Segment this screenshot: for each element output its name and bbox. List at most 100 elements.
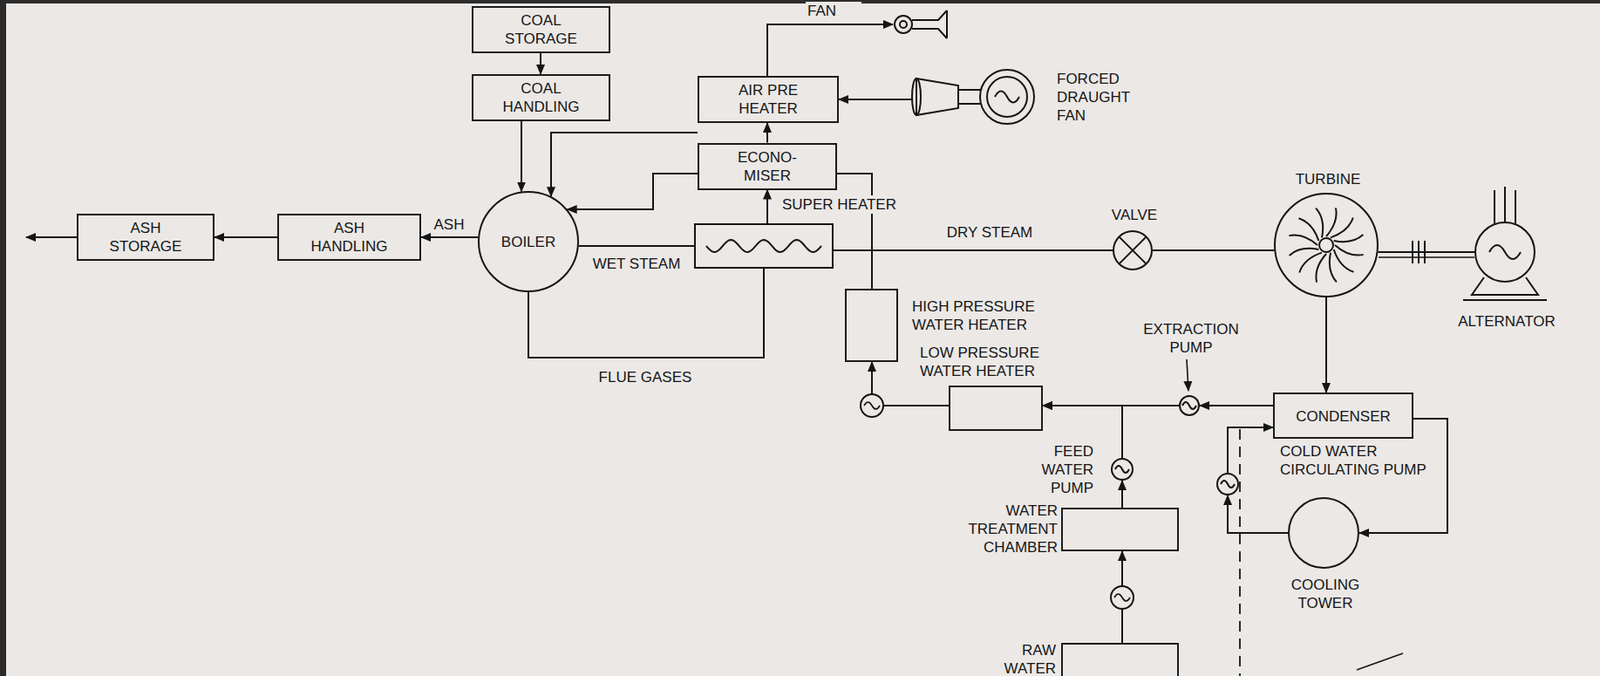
leader-arrow (1186, 359, 1189, 391)
scan-edge (0, 0, 1600, 4)
outline-circle (1113, 231, 1152, 270)
shaft-line (1378, 256, 1475, 259)
storage-box: COAL STORAGE (471, 6, 611, 54)
flow-line (214, 236, 278, 239)
fan-body (916, 78, 959, 116)
valve-cross (1119, 237, 1147, 265)
shape-outline (1216, 472, 1240, 496)
pump-symbol (1110, 585, 1134, 609)
shape-outline (1273, 192, 1379, 298)
shape-outline (1178, 394, 1200, 416)
flow-line (837, 173, 872, 289)
node-label: VALVE (1089, 205, 1180, 225)
node-label: COAL STORAGE (504, 11, 578, 48)
shape-outline (1110, 457, 1134, 481)
edge-label: FLUE GASES (596, 367, 695, 387)
shaft-coupling (1378, 240, 1475, 264)
shape-outline (1112, 230, 1153, 271)
pump-wave (1114, 593, 1131, 601)
flow-line (578, 245, 695, 247)
outline-circle (1217, 473, 1239, 495)
outline-circle (1111, 458, 1133, 480)
storage-box: ASH STORAGE (76, 213, 215, 261)
alternator-terminals (1494, 186, 1516, 224)
motor-inner (987, 76, 1028, 117)
draught-fan-symbol: FORCED DRAUGHT FAN (912, 62, 1037, 131)
node-label: ECONO-MISER (733, 148, 802, 185)
shape-outline (1287, 497, 1360, 569)
pump-wave (1220, 480, 1235, 488)
pump-symbol (860, 394, 884, 417)
condenser-box: CONDENSER (1273, 392, 1414, 439)
fan-intake (912, 78, 921, 116)
outline-rect (694, 224, 833, 268)
turbine-blade (1288, 234, 1318, 246)
flow-line (539, 53, 542, 75)
flow-line (838, 98, 913, 101)
node-label: EXTRACTION PUMP (1123, 320, 1259, 357)
turbine-blade (1299, 252, 1322, 273)
shape-outline (694, 223, 834, 269)
node-label: FEED WATER PUMP (1026, 442, 1096, 498)
fan-symbol: FAN (892, 8, 981, 41)
outline-circle (1475, 222, 1535, 282)
outline-circle (1179, 395, 1199, 416)
pump-symbol: COLD WATER CIRCULATING PUMP (1216, 472, 1240, 496)
turbine-blade (1330, 217, 1354, 239)
node-label: CONDENSER (1295, 406, 1391, 425)
treatment-box: WATER TREATMENT CHAMBER (1061, 507, 1179, 552)
node-label: COAL HANDLING (503, 79, 580, 116)
heater-box: LOW PRESSURE WATER HEATER (948, 385, 1043, 431)
flow-line (1325, 297, 1328, 393)
alternator-base (1463, 277, 1547, 300)
node-label: WATER TREATMENT CHAMBER (955, 501, 1060, 557)
fan-casing (912, 10, 947, 39)
flow-line (766, 122, 769, 143)
stray-line (1356, 653, 1403, 670)
node-label: SUPER HEATER (780, 195, 941, 214)
ash-out-arrow (26, 236, 77, 239)
scan-edge (0, 0, 7, 676)
turbine-blade (1299, 217, 1320, 241)
alternator-wave (1489, 245, 1521, 259)
node-label: RAW WATER (988, 640, 1058, 676)
outline-circle (1288, 497, 1359, 568)
cooling-tower-circle: COOLING TOWER (1287, 497, 1360, 569)
pump-symbol: EXTRACTION PUMP (1178, 394, 1200, 416)
coupling-tick (1423, 240, 1426, 264)
turbine-blade (1334, 234, 1364, 242)
flow-line (767, 24, 893, 76)
node-label: LOW PRESSURE WATER HEATER (918, 343, 1070, 381)
raw-water-box: RAW WATER (1061, 642, 1179, 676)
flow-line (528, 268, 764, 358)
flow-line (1152, 249, 1274, 252)
turbine-symbol: TURBINE (1273, 192, 1379, 298)
turbine-blade (1334, 249, 1355, 273)
flow-line (421, 236, 478, 239)
turbine-blade (1289, 248, 1320, 256)
hub (1319, 238, 1334, 252)
economiser-box: ECONO-MISER (697, 142, 838, 191)
pump-wave (864, 401, 880, 409)
alternator-symbol: ALTERNATOR (1474, 221, 1536, 283)
pump-symbol (860, 394, 884, 417)
flow-line (551, 132, 698, 197)
node-label: ASH STORAGE (109, 218, 183, 256)
node-label: HIGH PRESSURE WATER HEATER (910, 297, 1067, 334)
pump-symbol: FEED WATER PUMP (1110, 457, 1134, 481)
dashed-line (1239, 428, 1241, 676)
flow-line (766, 190, 769, 225)
fan-duct (958, 89, 981, 104)
turbine-blade (1326, 207, 1337, 237)
edge-label: ASH (431, 215, 468, 234)
heater-coil (706, 239, 822, 252)
node-label: COOLING TOWER (1281, 575, 1369, 613)
valve-symbol: VALVE (1112, 230, 1153, 271)
pump-symbol (1110, 585, 1134, 609)
node-label: ASH HANDLING (311, 218, 389, 256)
outline-circle (1274, 193, 1378, 297)
turbine-blade (1315, 208, 1323, 239)
coupling-tick (1411, 240, 1414, 264)
